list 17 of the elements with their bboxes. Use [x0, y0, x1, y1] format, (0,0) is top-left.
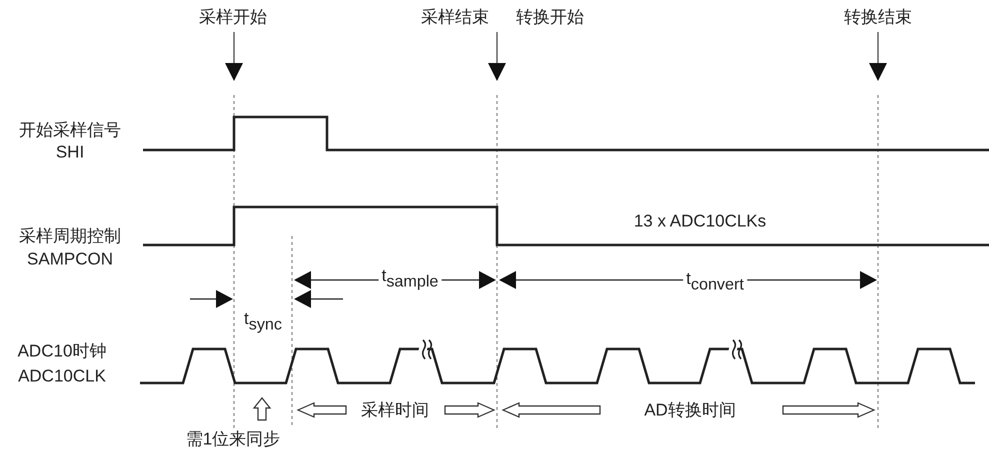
annotation-text: 13 x ADC10CLKs: [634, 212, 766, 232]
interval-label: AD转换时间: [644, 402, 736, 420]
signal-name: ADC10CLK: [18, 368, 106, 386]
signal-name: SHI: [56, 144, 84, 162]
signal-name: 采样周期控制: [19, 228, 121, 246]
arrow: [225, 32, 243, 81]
event-label: 采样结束: [421, 8, 489, 28]
arrow: [869, 32, 887, 81]
event-label: 转换开始: [516, 8, 584, 28]
arrow: [488, 32, 506, 81]
signal-name: SAMPCON: [27, 250, 113, 270]
interval-label: 采样时间: [361, 402, 429, 420]
signal-name: ADC10时钟: [18, 342, 106, 362]
event-label: 采样开始: [199, 8, 267, 28]
note-text: 需1位来同步: [186, 430, 280, 450]
signal-name: 开始采样信号: [19, 122, 121, 140]
event-label: 转换结束: [844, 8, 912, 28]
